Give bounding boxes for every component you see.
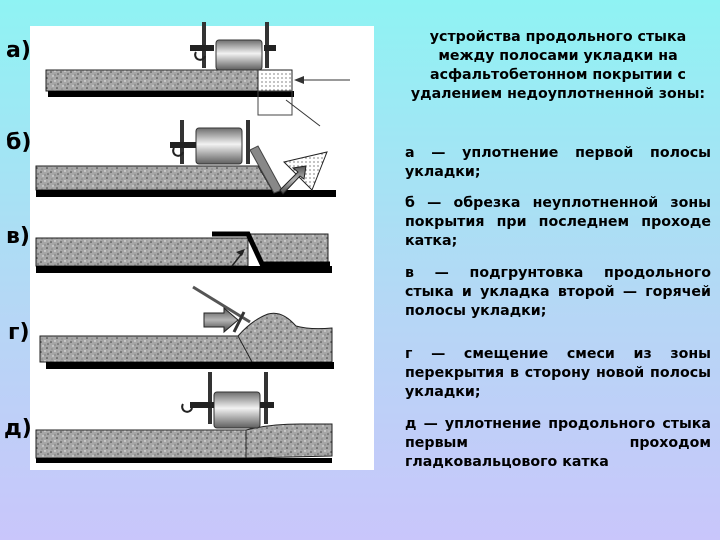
step-d-label: д) xyxy=(4,416,32,441)
roller-axle-right xyxy=(264,45,276,51)
item-v-text: в — подгрунтовка продольного стыка и укл… xyxy=(405,265,711,319)
roller-axle xyxy=(190,402,214,408)
first-strip xyxy=(35,165,273,191)
roller-frame-left xyxy=(208,372,212,424)
step-v-label: в) xyxy=(6,224,30,249)
roller-frame-right xyxy=(264,372,268,424)
roller-axle xyxy=(190,45,214,51)
roller-axle xyxy=(170,142,196,148)
first-strip xyxy=(35,237,249,267)
first-strip xyxy=(45,69,259,92)
first-strip xyxy=(39,335,253,363)
first-strip xyxy=(35,429,247,459)
second-strip xyxy=(245,423,333,459)
rotation-arrow-icon xyxy=(172,147,184,157)
base-layer xyxy=(36,266,332,273)
second-strip xyxy=(237,312,333,363)
cut-zone-outline xyxy=(257,90,293,116)
removal-arrow-icon xyxy=(279,165,307,195)
step-d-figure xyxy=(35,372,333,463)
shift-arrow-icon xyxy=(203,306,239,334)
item-a-text: а — уплотнение первой полосы укладки; xyxy=(405,145,711,180)
step-a-label: а) xyxy=(6,38,31,63)
rake-blade xyxy=(232,311,246,333)
base-layer xyxy=(46,362,334,369)
step-b-label: б) xyxy=(6,130,32,155)
base-layer xyxy=(48,91,294,97)
step-g-label: г) xyxy=(8,320,30,345)
roller-frame-right xyxy=(246,120,250,164)
rotation-arrow-icon xyxy=(181,403,193,413)
item-d-text: д — уплотнение продольного стыка первым … xyxy=(405,416,711,470)
rotation-arrow-icon xyxy=(194,51,206,61)
pointer-line-2 xyxy=(285,99,321,127)
loose-zone xyxy=(257,69,293,92)
item-b-text: б — обрезка неуплотненной зоны покрытия … xyxy=(405,195,711,249)
roller-drum xyxy=(213,391,261,429)
primer-layer xyxy=(212,231,330,267)
roller-drum xyxy=(195,127,243,165)
pointer-arrowhead xyxy=(294,76,304,84)
step-v-figure xyxy=(35,231,332,273)
base-layer xyxy=(36,190,336,197)
roller-drum xyxy=(215,39,263,71)
step-a-figure xyxy=(45,22,350,127)
description-title: устройства продольного стыка между полос… xyxy=(410,29,706,102)
base-layer xyxy=(36,458,332,463)
step-b-figure xyxy=(35,120,336,197)
roller-axle-right xyxy=(260,402,274,408)
step-g-figure xyxy=(39,285,334,369)
primer-pointer-head xyxy=(236,249,245,256)
item-g-text: г — смещение смеси из зоны перекрытия в … xyxy=(405,346,711,400)
